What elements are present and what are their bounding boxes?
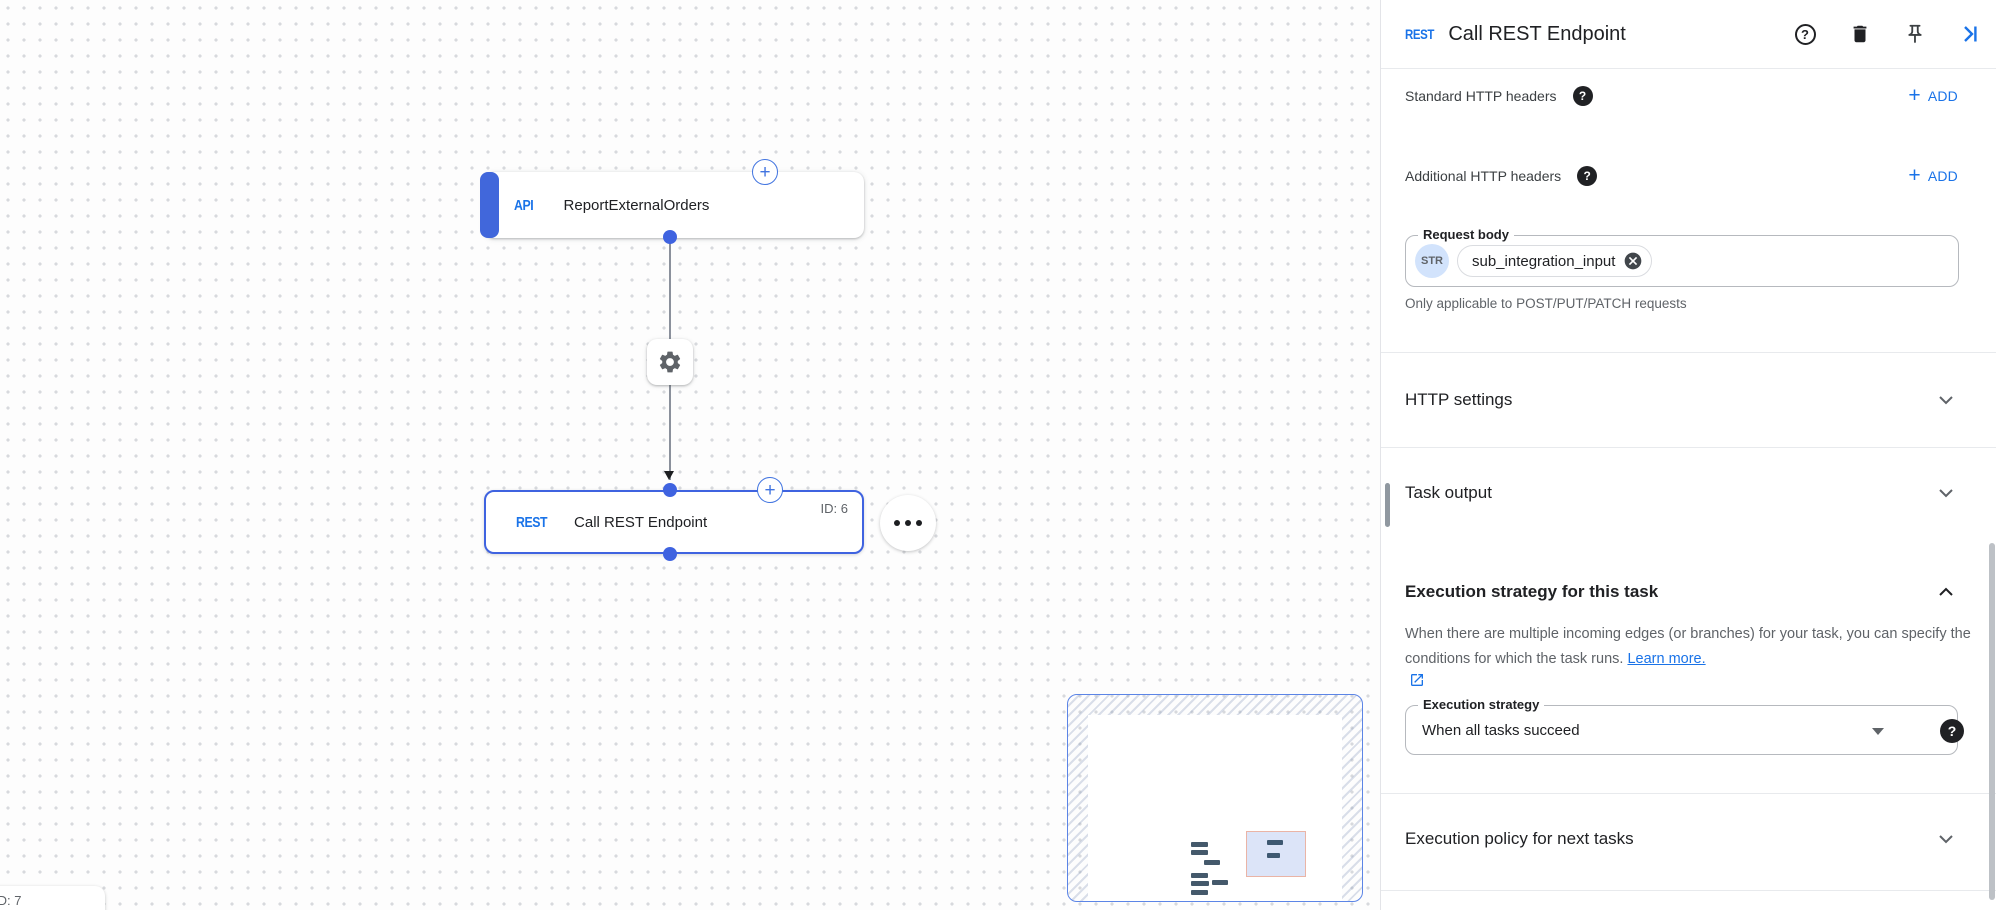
add-task-button-api-node[interactable]: + xyxy=(752,159,778,185)
help-icon: ? xyxy=(1794,23,1816,45)
execution-strategy-description: When there are multiple incoming edges (… xyxy=(1405,622,1987,688)
execution-strategy-value: When all tasks succeed xyxy=(1422,721,1580,739)
additional-headers-label: Additional HTTP headers xyxy=(1405,168,1562,184)
standard-headers-label: Standard HTTP headers xyxy=(1405,88,1557,104)
section-http-settings[interactable]: HTTP settings xyxy=(1405,376,1958,424)
node-label: ReportExternalOrders xyxy=(563,196,710,214)
trash-icon xyxy=(1853,25,1867,43)
connection-dot-api-bottom[interactable] xyxy=(663,230,677,244)
node-id-label: ID: 7 xyxy=(0,893,22,908)
minimap-inner xyxy=(1088,715,1342,901)
learn-more-link[interactable]: Learn more. xyxy=(1627,651,1706,667)
pin-panel-button[interactable] xyxy=(1903,22,1927,46)
api-node-accent-bar xyxy=(480,172,499,238)
variable-chip[interactable]: sub_integration_input xyxy=(1457,245,1653,277)
request-body-helper: Only applicable to POST/PUT/PATCH reques… xyxy=(1405,296,1687,311)
standard-headers-row: Standard HTTP headers ? + ADD xyxy=(1405,70,1958,122)
plus-icon: + xyxy=(1908,163,1921,187)
node-report-external-orders[interactable]: API ReportExternalOrders xyxy=(484,172,864,238)
api-badge: API xyxy=(514,196,534,214)
section-execution-policy[interactable]: Execution policy for next tasks xyxy=(1405,815,1958,863)
node-id-label: ID: 6 xyxy=(820,501,848,516)
canvas-minimap[interactable] xyxy=(1067,694,1363,902)
panel-title: Call REST Endpoint xyxy=(1448,22,1626,45)
workflow-canvas[interactable]: API ReportExternalOrders + REST Call RES… xyxy=(0,0,1380,910)
dropdown-caret-icon xyxy=(1872,728,1884,735)
rest-badge: REST xyxy=(516,513,548,531)
chevron-down-icon xyxy=(1939,835,1953,844)
section-task-output[interactable]: Task output xyxy=(1405,469,1958,517)
connection-dot-rest-bottom[interactable] xyxy=(663,547,677,561)
rest-badge: REST xyxy=(1405,26,1434,42)
add-additional-header-button[interactable]: + ADD xyxy=(1908,163,1958,187)
collapse-right-icon xyxy=(1964,26,1977,42)
panel-left-scroll-indicator[interactable] xyxy=(1385,483,1390,527)
chevron-up-icon xyxy=(1939,587,1953,596)
collapse-panel-button[interactable] xyxy=(1958,22,1982,46)
panel-header: REST Call REST Endpoint ? xyxy=(1381,0,1996,68)
panel-scrollbar[interactable] xyxy=(1989,543,1995,900)
node-call-rest-endpoint[interactable]: REST Call REST Endpoint ID: 6 xyxy=(484,490,864,554)
add-task-button-rest-node[interactable]: + xyxy=(757,477,783,503)
edge-arrowhead-icon xyxy=(664,471,674,480)
connection-dot-rest-top[interactable] xyxy=(663,483,677,497)
add-standard-header-button[interactable]: + ADD xyxy=(1908,83,1958,107)
section-execution-strategy[interactable]: Execution strategy for this task xyxy=(1405,568,1958,616)
help-icon[interactable]: ? xyxy=(1572,86,1593,106)
gear-icon xyxy=(659,351,681,373)
external-link-icon xyxy=(1411,674,1423,686)
minimap-viewport[interactable] xyxy=(1246,831,1306,877)
chevron-down-icon xyxy=(1939,489,1953,498)
node-partial-id7[interactable]: ID: 7 xyxy=(0,886,105,910)
help-icon: ? xyxy=(1940,719,1964,743)
additional-headers-row: Additional HTTP headers ? + ADD xyxy=(1405,150,1958,202)
help-button[interactable]: ? xyxy=(1793,22,1817,46)
remove-chip-icon[interactable] xyxy=(1623,251,1643,271)
request-body-label: Request body xyxy=(1418,227,1514,242)
node-label: Call REST Endpoint xyxy=(574,513,708,531)
edge-condition-button[interactable] xyxy=(647,339,693,385)
help-icon[interactable]: ? xyxy=(1577,166,1598,186)
request-body-field[interactable]: Request body STR sub_integration_input xyxy=(1405,227,1959,287)
delete-task-button[interactable] xyxy=(1848,22,1872,46)
string-type-chip: STR xyxy=(1415,244,1449,278)
execution-strategy-select[interactable]: Execution strategy When all tasks succee… xyxy=(1405,697,1964,755)
execution-strategy-field-label: Execution strategy xyxy=(1418,697,1545,712)
execution-strategy-help-button[interactable]: ? xyxy=(1940,719,1964,743)
pin-icon xyxy=(1908,24,1922,44)
node-more-menu-button[interactable] xyxy=(880,495,936,551)
more-dots-icon xyxy=(894,520,900,526)
chevron-down-icon xyxy=(1939,396,1953,405)
task-config-panel: REST Call REST Endpoint ? xyxy=(1380,0,1996,910)
plus-icon: + xyxy=(1908,83,1921,107)
